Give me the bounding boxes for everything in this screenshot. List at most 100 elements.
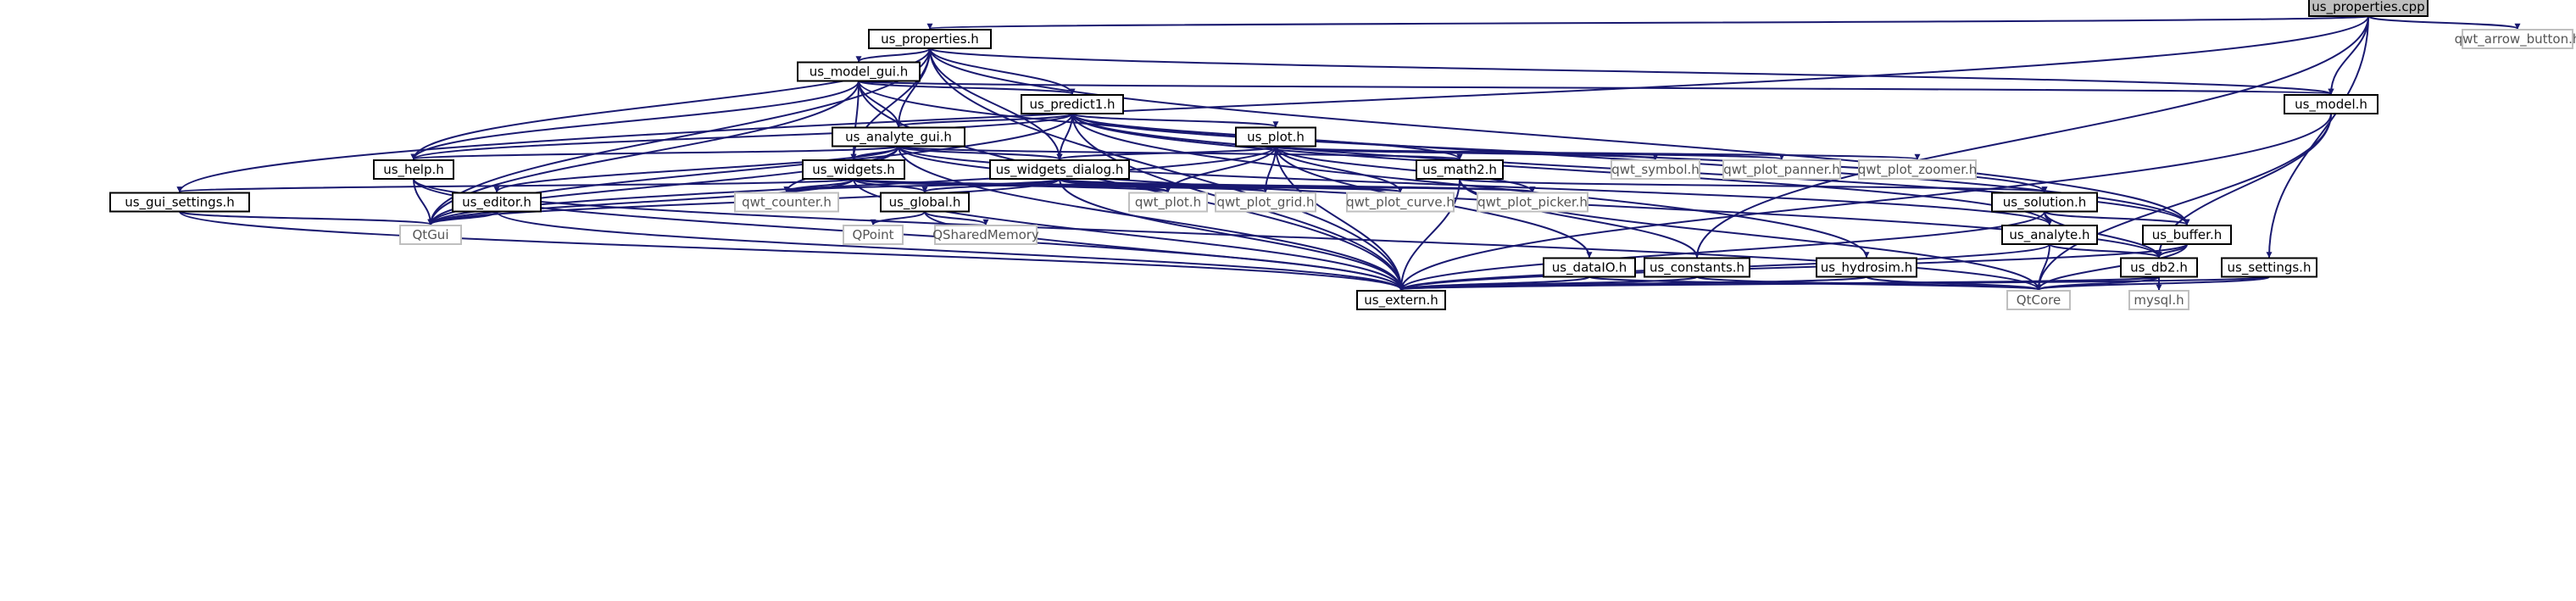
node-qwt_plot_panner_h: qwt_plot_panner.h xyxy=(1722,159,1841,180)
node-us_gui_settings_h[interactable]: us_gui_settings.h xyxy=(109,192,250,213)
node-box xyxy=(843,225,904,245)
edge-us_properties_h-to-us_extern_h xyxy=(929,47,1405,291)
node-qwt_arrow_button_h: qwt_arrow_button.h xyxy=(2455,29,2576,49)
node-us_dataIO_h[interactable]: us_dataIO.h xyxy=(1543,257,1636,278)
node-box xyxy=(1611,159,1700,180)
edge-us_editor_h-to-QtGui xyxy=(427,210,498,225)
node-us_widgets_h[interactable]: us_widgets.h xyxy=(802,159,905,180)
node-label: us_predict1.h xyxy=(1029,97,1115,113)
node-label: qwt_plot_zoomer.h xyxy=(1858,162,1978,178)
edge-us_buffer_h-to-QtCore xyxy=(2035,243,2188,291)
node-box xyxy=(1816,257,1917,278)
node-qwt_plot_zoomer_h: qwt_plot_zoomer.h xyxy=(1858,159,1978,180)
edge-us_hydrosim_h-to-QtCore xyxy=(1866,275,2042,291)
edge-us_widgets_h-to-us_global_h xyxy=(853,178,928,193)
node-us_model_h[interactable]: us_model.h xyxy=(2284,94,2378,114)
node-box xyxy=(1722,159,1841,180)
node-us_hydrosim_h[interactable]: us_hydrosim.h xyxy=(1816,257,1917,278)
node-box xyxy=(1477,192,1588,213)
edge-us_properties_cpp-to-us_settings_h xyxy=(2266,15,2369,259)
node-label: QSharedMemory xyxy=(932,227,1039,242)
node-label: us_model_gui.h xyxy=(810,64,909,81)
node-label: us_analyte_gui.h xyxy=(845,130,952,146)
edge-us_settings_h-to-us_extern_h xyxy=(1399,275,2270,291)
node-us_extern_h[interactable]: us_extern.h xyxy=(1356,290,1446,310)
edge-us_widgets_h-to-qwt_plot_picker_h xyxy=(853,178,1535,193)
node-us_model_gui_h[interactable]: us_model_gui.h xyxy=(797,61,921,82)
edge-us_plot_h-to-qwt_plot_picker_h xyxy=(1275,146,1536,193)
node-label: qwt_plot.h xyxy=(1135,195,1201,211)
edge-us_math2_h-to-us_solution_h xyxy=(1459,178,2047,193)
node-us_widgets_dialog_h[interactable]: us_widgets_dialog.h xyxy=(989,159,1130,180)
node-label: qwt_counter.h xyxy=(742,195,832,211)
node-label: us_properties.cpp xyxy=(2312,0,2424,15)
node-us_buffer_h[interactable]: us_buffer.h xyxy=(2142,225,2232,245)
node-us_analyte_gui_h[interactable]: us_analyte_gui.h xyxy=(832,126,965,147)
node-us_help_h[interactable]: us_help.h xyxy=(373,159,454,180)
edge-us_model_h-to-QtCore xyxy=(2035,113,2332,291)
node-QtCore: QtCore xyxy=(2006,290,2071,310)
node-us_predict1_h[interactable]: us_predict1.h xyxy=(1021,94,1124,114)
node-QSharedMemory: QSharedMemory xyxy=(932,225,1039,245)
edge-us_properties_cpp-to-qwt_arrow_button_h xyxy=(2367,15,2521,30)
node-us_properties_h[interactable]: us_properties.h xyxy=(868,29,992,49)
node-qwt_plot_curve_h: qwt_plot_curve.h xyxy=(1346,192,1455,213)
node-box xyxy=(934,225,1038,245)
node-us_math2_h[interactable]: us_math2.h xyxy=(1416,159,1504,180)
node-box xyxy=(1644,257,1750,278)
edge-us_analyte_gui_h-to-us_help_h xyxy=(410,145,899,160)
edge-us_properties_h-to-us_model_h xyxy=(929,47,2334,95)
node-label: qwt_plot_grid.h xyxy=(1216,195,1314,211)
node-us_analyte_h[interactable]: us_analyte.h xyxy=(2001,225,2098,245)
node-label: qwt_plot_picker.h xyxy=(1477,195,1588,211)
node-box xyxy=(797,61,921,82)
node-box xyxy=(399,225,462,245)
node-box xyxy=(1356,290,1446,310)
node-box xyxy=(373,159,454,180)
node-box xyxy=(734,192,839,213)
node-box xyxy=(880,192,970,213)
node-label: qwt_plot_panner.h xyxy=(1723,162,1839,178)
edge-us_widgets_dialog_h-to-us_extern_h xyxy=(1059,178,1405,291)
node-us_editor_h[interactable]: us_editor.h xyxy=(452,192,542,213)
node-label: us_plot.h xyxy=(1247,130,1305,146)
edge-us_global_h-to-QSharedMemory xyxy=(924,210,989,225)
node-us_global_h[interactable]: us_global.h xyxy=(880,192,970,213)
node-box xyxy=(1858,159,1977,180)
node-QPoint: QPoint xyxy=(843,225,904,245)
node-label: us_global.h xyxy=(889,195,961,211)
node-box xyxy=(1021,94,1124,114)
node-us_plot_h[interactable]: us_plot.h xyxy=(1235,126,1316,147)
node-label: us_gui_settings.h xyxy=(125,195,235,211)
node-label: qwt_plot_curve.h xyxy=(1346,195,1455,211)
node-label: mysql.h xyxy=(2134,292,2184,308)
node-box xyxy=(1416,159,1504,180)
node-mysql_h: mysql.h xyxy=(2128,290,2189,310)
node-us_db2_h[interactable]: us_db2.h xyxy=(2120,257,2198,278)
edge-us_math2_h-to-us_extern_h xyxy=(1398,178,1460,291)
node-box xyxy=(1991,192,2098,213)
edge-us_plot_h-to-qwt_plot_curve_h xyxy=(1275,146,1404,193)
node-box xyxy=(1235,126,1316,147)
node-us_settings_h[interactable]: us_settings.h xyxy=(2221,257,2317,278)
edges-layer xyxy=(176,15,2521,291)
edge-us_widgets_h-to-QtGui xyxy=(427,178,854,225)
node-us_solution_h[interactable]: us_solution.h xyxy=(1991,192,2098,213)
node-label: us_constants.h xyxy=(1650,260,1744,276)
edge-us_settings_h-to-QtCore xyxy=(2035,275,2270,291)
node-label: qwt_arrow_button.h xyxy=(2455,31,2576,47)
edge-us_analyte_gui_h-to-us_analyte_h xyxy=(898,145,2053,225)
node-us_properties_cpp[interactable]: us_properties.cpp xyxy=(2308,0,2429,17)
node-label: us_widgets_dialog.h xyxy=(996,162,1124,178)
node-label: us_model.h xyxy=(2295,97,2367,113)
edge-us_plot_h-to-qwt_plot_zoomer_h xyxy=(1275,145,1920,160)
edge-us_analyte_h-to-us_db2_h xyxy=(2049,243,2162,259)
node-box xyxy=(2308,0,2429,17)
edge-us_model_gui_h-to-us_help_h xyxy=(410,81,860,160)
edge-us_analyte_gui_h-to-us_widgets_dialog_h xyxy=(898,145,1063,160)
node-qwt_symbol_h: qwt_symbol.h xyxy=(1611,159,1700,180)
edge-us_properties_h-to-us_widgets_dialog_h xyxy=(929,47,1063,160)
node-us_constants_h[interactable]: us_constants.h xyxy=(1644,257,1750,278)
node-box xyxy=(802,159,905,180)
